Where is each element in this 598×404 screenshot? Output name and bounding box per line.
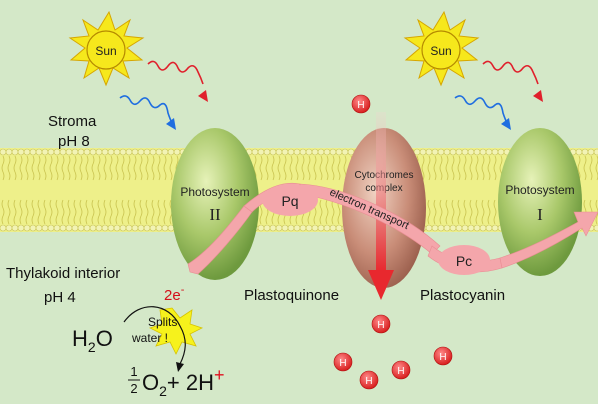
- svg-text:H: H: [397, 366, 404, 377]
- light-waves-ps2: [119, 60, 208, 130]
- sun-1: Sun: [68, 10, 145, 87]
- photosystem-1-label: Photosystem: [505, 183, 574, 197]
- plastoquinone-label: Plastoquinone: [244, 287, 339, 304]
- proton: H: [351, 94, 371, 114]
- stroma-ph: pH 8: [58, 133, 90, 150]
- photosystem-2: [171, 128, 259, 280]
- light-waves-ps1: [454, 60, 543, 130]
- proton: H: [359, 370, 379, 390]
- svg-text:H: H: [377, 320, 384, 331]
- plastoquinone-carrier: [262, 184, 318, 216]
- pc-label: Pc: [456, 253, 472, 269]
- svg-text:H: H: [439, 352, 446, 363]
- plastocyanin-carrier: [438, 245, 490, 275]
- electrons-label: 2e-: [164, 284, 185, 304]
- proton: H: [433, 346, 453, 366]
- sun-2: Sun: [403, 10, 480, 87]
- interior-ph: pH 4: [44, 289, 76, 306]
- svg-text:2: 2: [130, 381, 137, 396]
- svg-text:H: H: [365, 376, 372, 387]
- svg-text:H: H: [339, 358, 346, 369]
- splits-water-line1: Splits: [148, 315, 177, 329]
- photosystem-1-numeral: I: [537, 205, 543, 224]
- proton: H: [371, 314, 391, 334]
- splitting-arrow: [123, 306, 186, 365]
- stroma-label: Stroma: [48, 113, 97, 130]
- water-formula: H2O: [72, 326, 113, 355]
- photosystem-2-numeral: II: [209, 205, 221, 224]
- svg-text:O2+ 2H+: O2+ 2H+: [142, 365, 225, 399]
- splits-water-line2: water !: [131, 331, 168, 345]
- proton: H: [391, 360, 411, 380]
- splits-water-burst: Splits water !: [131, 307, 204, 355]
- sun-label-1: Sun: [95, 44, 116, 58]
- products-formula: 1 2 O2+ 2H+: [128, 364, 225, 399]
- proton-pump-arrow: [368, 112, 394, 300]
- plastocyanin-label: Plastocyanin: [420, 287, 505, 304]
- svg-text:H: H: [357, 100, 364, 111]
- proton: H: [333, 352, 353, 372]
- pq-label: Pq: [281, 193, 298, 209]
- photosystem-2-label: Photosystem: [180, 185, 249, 199]
- photosystem-1: [498, 128, 582, 276]
- sun-label-2: Sun: [430, 44, 451, 58]
- svg-text:1: 1: [130, 364, 137, 379]
- interior-label: Thylakoid interior: [6, 265, 120, 282]
